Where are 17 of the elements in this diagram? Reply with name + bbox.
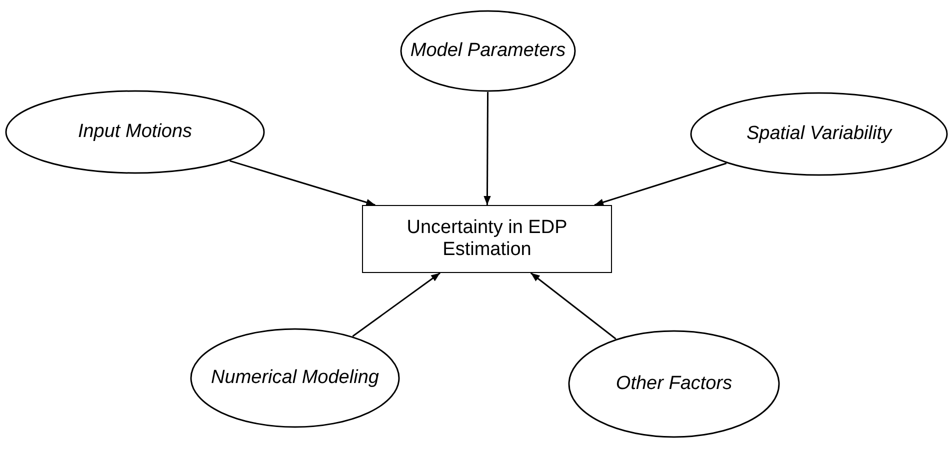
ellipse-node	[5, 90, 265, 174]
arrow	[229, 160, 376, 206]
ellipse-node	[400, 10, 576, 92]
process-box	[362, 205, 612, 273]
arrow	[594, 162, 727, 206]
node-label: Spatial Variability	[746, 123, 892, 145]
node-label: Numerical Modeling	[211, 367, 379, 389]
node-label: Uncertainty in EDP Estimation	[406, 217, 568, 261]
ellipse-node	[690, 92, 948, 176]
node-label: Input Motions	[78, 121, 192, 143]
arrow	[484, 92, 491, 205]
ellipse-node	[190, 328, 400, 428]
arrow	[530, 272, 616, 340]
node-label: Other Factors	[616, 373, 732, 395]
node-label: Model Parameters	[410, 40, 566, 62]
ellipse-node	[568, 330, 780, 438]
arrow	[352, 272, 440, 337]
